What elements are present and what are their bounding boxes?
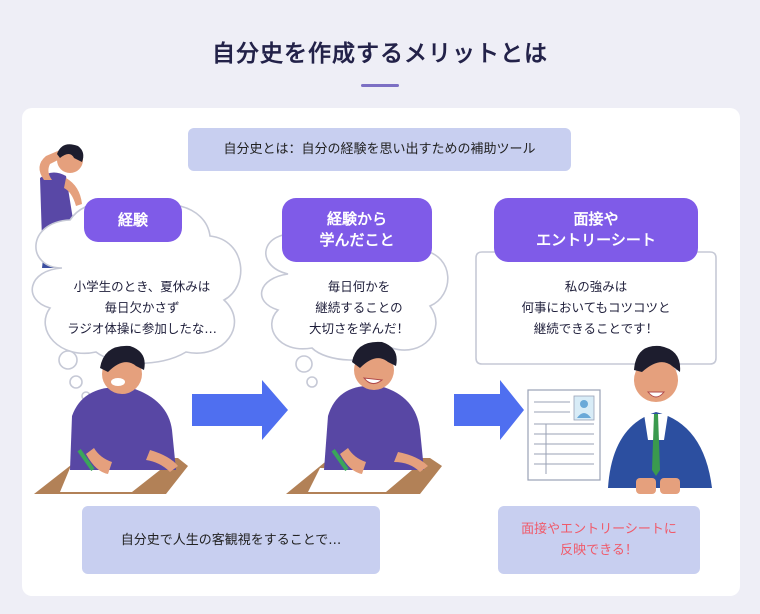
bottom-right-line: 面接やエントリーシートに: [521, 522, 677, 537]
step-2-bubble-line: 大切さを学んだ！: [308, 321, 409, 336]
step-2-bubble-text: 毎日何かを 継続することの 大切さを学んだ！: [286, 276, 432, 339]
step-3-bubble-line: 私の強みは: [564, 279, 628, 294]
bottom-left-box: 自分史で人生の客観視をすることで…: [82, 506, 380, 574]
step-2-bubble-line: 毎日何かを: [327, 279, 391, 294]
step-3-bubble-line: 継続できることです！: [533, 321, 659, 336]
step-1-bubble-text: 小学生のとき、夏休みは 毎日欠かさず ラジオ体操に参加したな…: [52, 276, 232, 339]
definition-box: 自分史とは：自分の経験を思い出すための補助ツール: [188, 128, 571, 171]
step-3-label-line: エントリーシート: [536, 231, 656, 249]
step-2-label: 経験から 学んだこと: [282, 198, 432, 262]
thought-bubble-1: [31, 201, 242, 401]
step-1-bubble-line: 小学生のとき、夏休みは: [73, 279, 211, 294]
bottom-right-line: 反映できる！: [560, 543, 638, 558]
step-3-bubble-text: 私の強みは 何事においてもコツコツと 継続できることです！: [480, 276, 712, 339]
step-2-bubble-line: 継続することの: [315, 300, 403, 315]
step-1-label: 経験: [84, 198, 182, 242]
arrow-1: [192, 380, 288, 440]
step-3-label: 面接や エントリーシート: [494, 198, 698, 262]
interview-person-illustration: [608, 345, 712, 494]
title-underline: [361, 84, 399, 87]
step-1-bubble-line: ラジオ体操に参加したな…: [67, 321, 217, 336]
studying-person-illustration-2: [286, 341, 442, 494]
step-2-label-line: 経験から: [326, 210, 387, 228]
bottom-left-text: 自分史で人生の客観視をすることで…: [120, 532, 342, 548]
resume-document-illustration: [527, 389, 601, 481]
step-1-bubble-line: 毎日欠かさず: [104, 300, 180, 315]
step-3-label-line: 面接や: [573, 210, 619, 228]
studying-person-illustration-1: [34, 345, 188, 494]
bottom-right-box: 面接やエントリーシートに 反映できる！: [498, 506, 700, 574]
arrow-2: [454, 380, 524, 440]
step-3-bubble-line: 何事においてもコツコツと: [521, 300, 671, 315]
step-1-label-text: 経験: [117, 210, 148, 229]
step-2-label-line: 学んだこと: [319, 231, 395, 249]
page-title: 自分史を作成するメリットとは: [212, 41, 548, 67]
